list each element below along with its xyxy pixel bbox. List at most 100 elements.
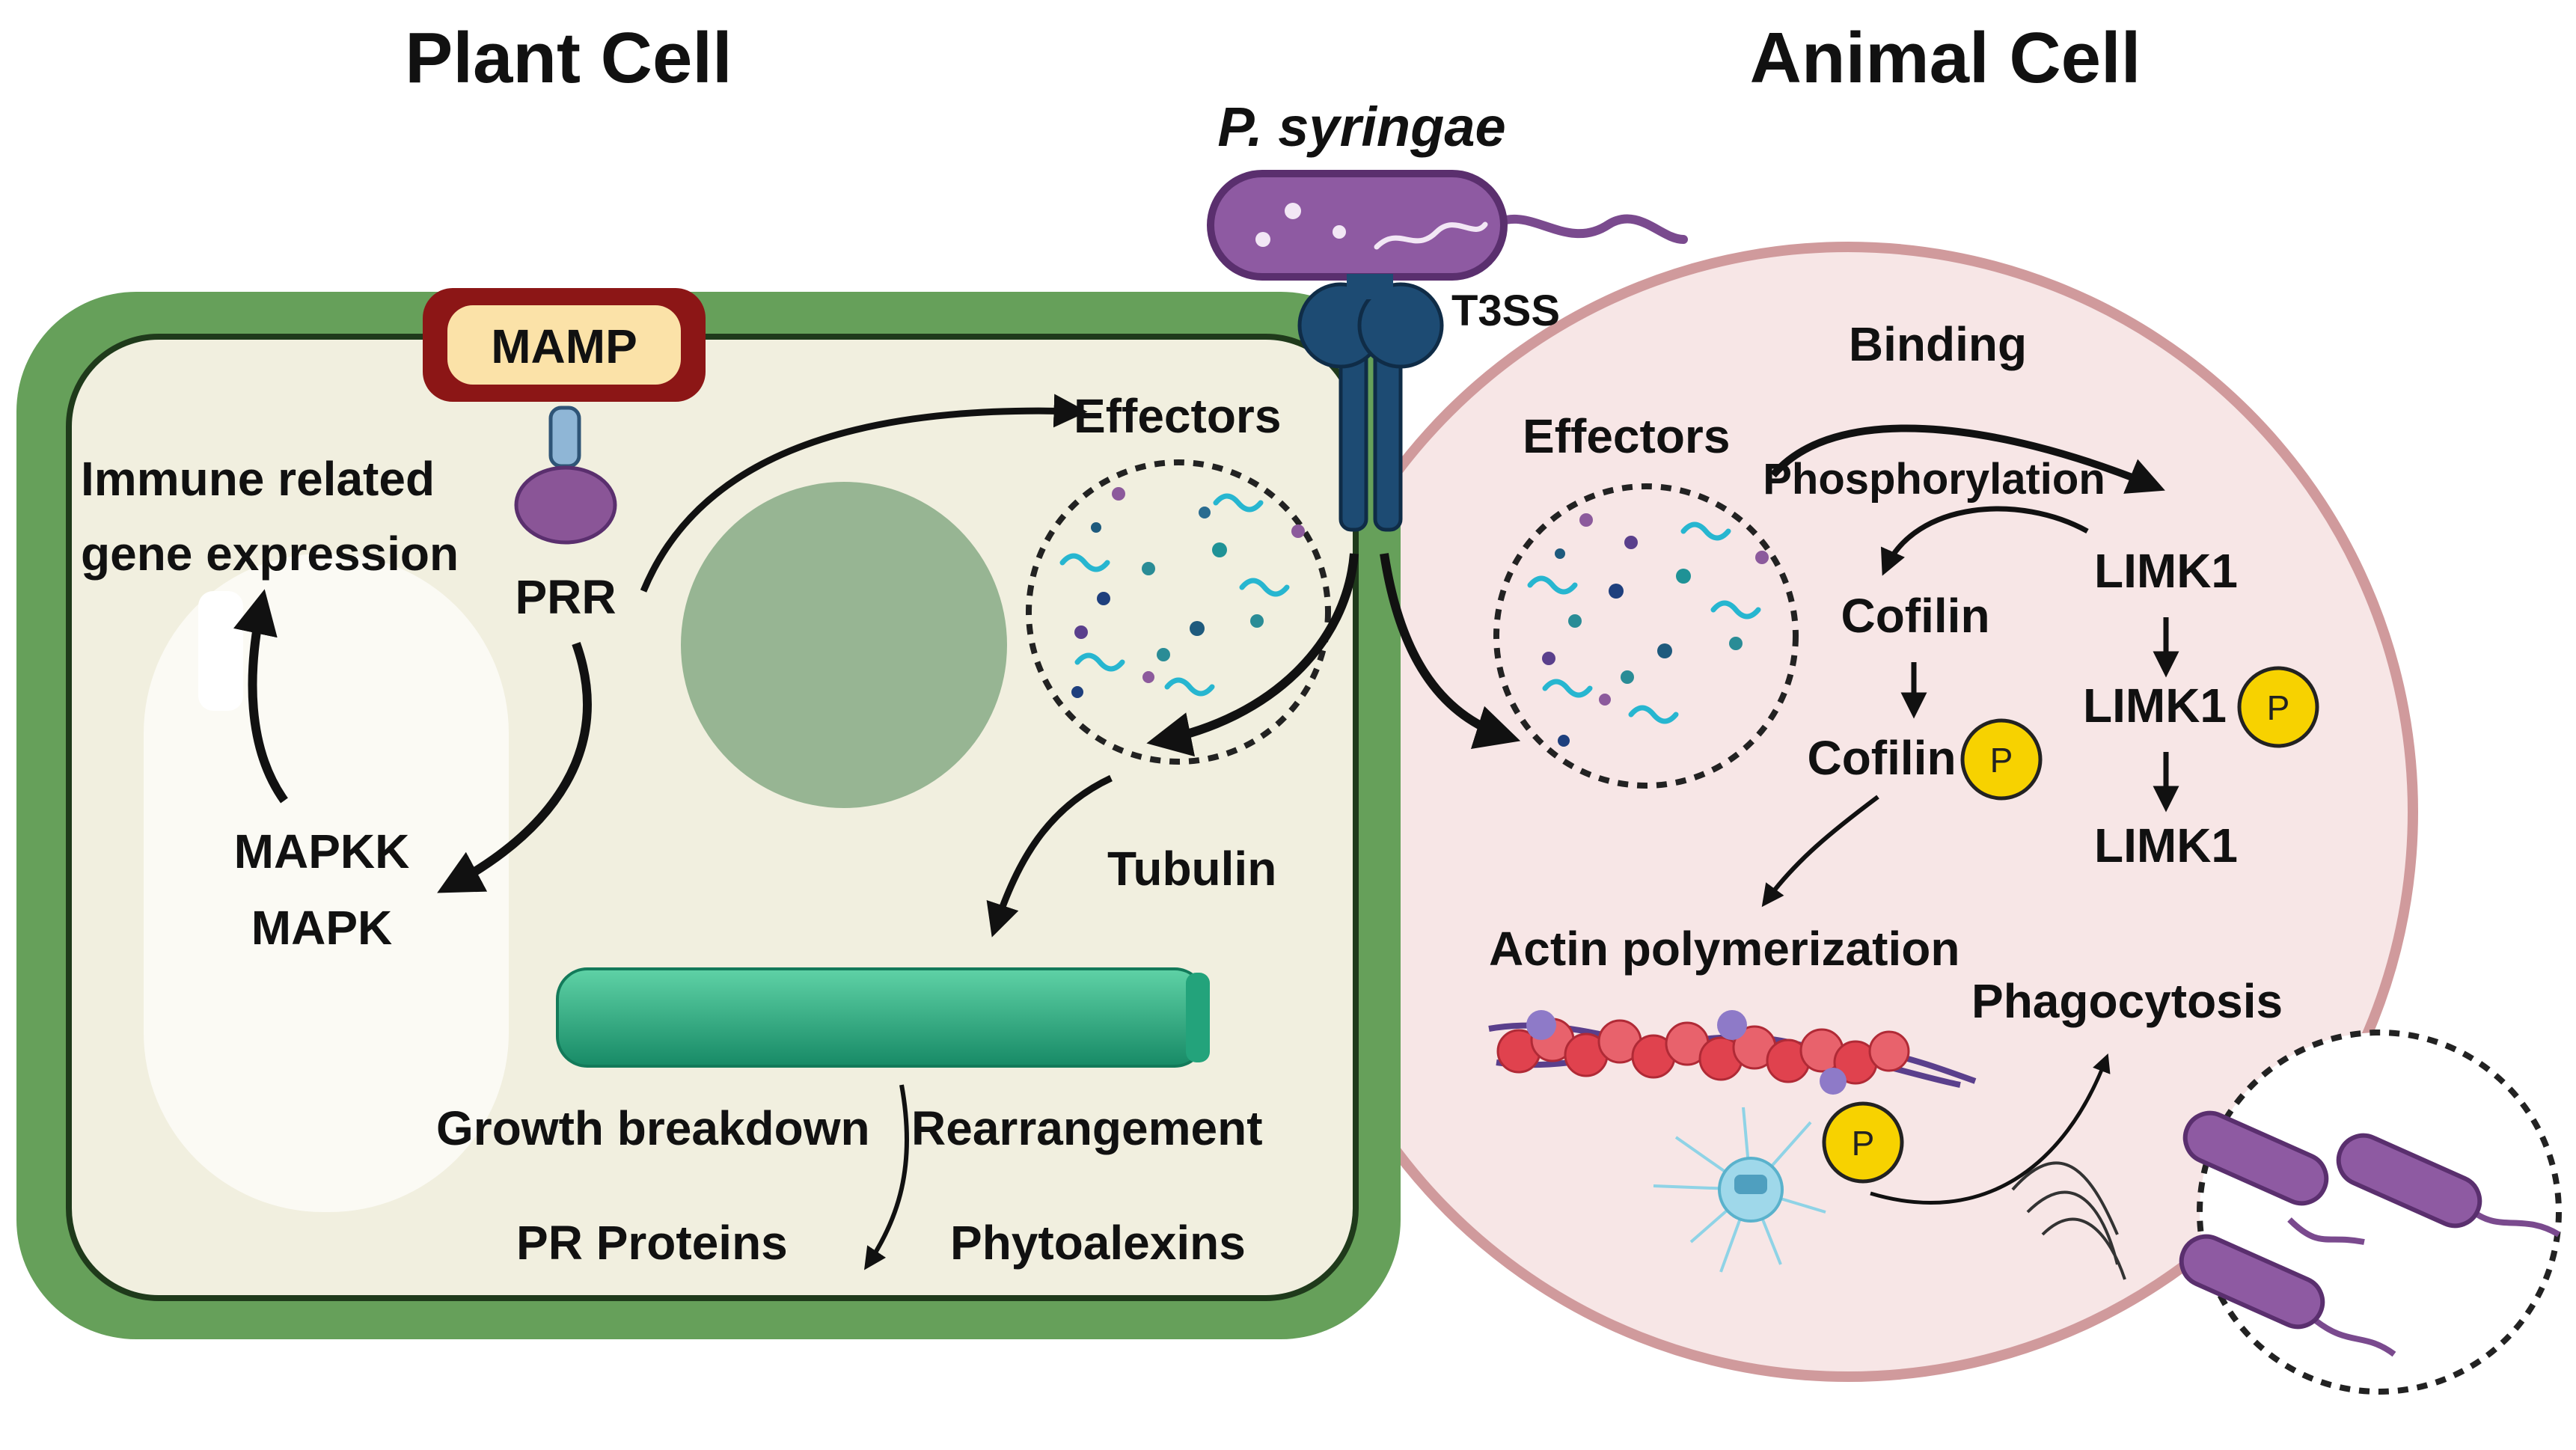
aster-rays bbox=[1653, 1107, 1826, 1273]
effector-vesicle-boundary bbox=[1493, 483, 1799, 789]
phospho-badge-cofilin-label: P bbox=[1990, 741, 2013, 780]
rearrangement-label: Rearrangement bbox=[911, 1101, 1263, 1155]
bacterium-spot bbox=[1255, 232, 1270, 247]
cofilin-label-top: Cofilin bbox=[1841, 589, 1989, 643]
effector-dot bbox=[1199, 507, 1211, 518]
limk1-label-top: LIMK1 bbox=[2094, 544, 2238, 598]
microtubule-body bbox=[556, 967, 1206, 1068]
vacuole-highlight bbox=[198, 591, 243, 711]
effector-dot bbox=[1190, 621, 1205, 636]
animal-effector-vesicle bbox=[1493, 483, 1799, 789]
bacterium-body bbox=[2336, 1133, 2482, 1229]
prr-receptor bbox=[514, 465, 617, 545]
microtubule-cap bbox=[1186, 973, 1210, 1062]
effector-dot bbox=[1657, 643, 1672, 658]
effector-squiggle bbox=[1239, 578, 1290, 597]
effector-dot bbox=[1071, 686, 1083, 698]
nucleus bbox=[681, 482, 1007, 808]
arrow-limk1-to-cofilin bbox=[1880, 506, 2089, 576]
immune-expression-line2: gene expression bbox=[81, 527, 459, 581]
effector-dot bbox=[1558, 735, 1570, 747]
phospho-badge-actin bbox=[1822, 1101, 1904, 1184]
plant-cell bbox=[16, 292, 1401, 1339]
phospho-badge-actin-label: P bbox=[1852, 1124, 1875, 1163]
effector-dot bbox=[1555, 548, 1565, 559]
plant-effector-vesicle bbox=[1026, 459, 1331, 765]
effector-squiggle bbox=[1074, 652, 1125, 672]
arrow-mapk-to-gene-expression bbox=[233, 589, 288, 804]
mamp-box-inner bbox=[447, 305, 681, 385]
plant-cell-title: Plant Cell bbox=[405, 18, 732, 98]
effector-dot bbox=[1157, 648, 1170, 661]
effector-squiggle bbox=[1527, 575, 1578, 595]
labels: Plant Cell Animal Cell P. syringae T3SS … bbox=[81, 18, 2283, 1270]
phagosome-boundary bbox=[2197, 1030, 2562, 1395]
mapkk-label: MAPKK bbox=[234, 825, 410, 878]
effector-dot bbox=[1142, 562, 1155, 575]
actin-binding-protein bbox=[1526, 1010, 1556, 1040]
effector-dot bbox=[1624, 536, 1638, 549]
phospho-badges: P P P bbox=[1822, 666, 2319, 1184]
arrows bbox=[233, 394, 2179, 1270]
arrow-t3ss-to-plant-vesicle bbox=[1146, 553, 1359, 757]
effector-dot bbox=[1091, 522, 1101, 533]
effector-dot bbox=[1755, 551, 1769, 564]
effector-dot bbox=[1621, 670, 1634, 684]
centrosome bbox=[1653, 1107, 1826, 1273]
immune-expression-line1: Immune related bbox=[81, 452, 435, 506]
effector-dot bbox=[1074, 625, 1088, 639]
membrane-ruffle bbox=[2011, 1161, 2126, 1280]
cofilin-label-bottom: Cofilin bbox=[1807, 731, 1956, 785]
t3ss-injectisome bbox=[1297, 274, 1444, 532]
effector-squiggle bbox=[1710, 600, 1761, 620]
effector-dot bbox=[1542, 652, 1555, 665]
effector-dot bbox=[1250, 614, 1264, 628]
effector-dot bbox=[1599, 694, 1611, 706]
limk1-label-bottom: LIMK1 bbox=[2094, 819, 2238, 872]
phospho-badge-limk1-label: P bbox=[2267, 688, 2290, 727]
effector-squiggle bbox=[1059, 553, 1110, 572]
pathogen-name: P. syringae bbox=[1217, 96, 1505, 158]
growth-breakdown-label: Growth breakdown bbox=[436, 1101, 870, 1155]
phospho-badge-cofilin bbox=[1960, 718, 2043, 801]
bacterium-body bbox=[2182, 1110, 2329, 1206]
mapk-label: MAPK bbox=[251, 901, 392, 955]
effector-dot bbox=[1729, 637, 1743, 650]
actin-filament bbox=[1488, 1010, 1977, 1095]
effector-dot bbox=[1579, 513, 1593, 527]
phytoalexins-label: Phytoalexins bbox=[950, 1216, 1246, 1270]
microtubule bbox=[556, 967, 1210, 1068]
plant-effectors-label: Effectors bbox=[1074, 389, 1281, 443]
t3ss-neck bbox=[1347, 274, 1393, 299]
arrow-prr-to-effectors bbox=[640, 394, 1088, 593]
actin-binding-protein bbox=[1820, 1068, 1847, 1095]
bacterium-spot bbox=[1333, 225, 1346, 239]
actin-monomer bbox=[1868, 1030, 1910, 1072]
limk1-label-mid: LIMK1 bbox=[2083, 679, 2227, 732]
bacterium-flagellum bbox=[2313, 1318, 2396, 1357]
prr-label: PRR bbox=[515, 570, 616, 624]
phagocytosis-label: Phagocytosis bbox=[1971, 974, 2283, 1028]
arrow-t3ss-to-animal-vesicle bbox=[1380, 553, 1521, 749]
arrow-cofilin-to-actin bbox=[1761, 795, 1879, 908]
phospho-badge-limk1 bbox=[2237, 666, 2319, 748]
effector-dot bbox=[1142, 671, 1154, 683]
bacterium-plasmid bbox=[1374, 221, 1488, 250]
bacterium-body bbox=[2179, 1234, 2325, 1330]
phosphorylation-label: Phosphorylation bbox=[1763, 455, 2105, 504]
centriole bbox=[1734, 1175, 1767, 1194]
t3ss-head-right bbox=[1357, 282, 1444, 369]
prr-stem bbox=[548, 406, 581, 468]
effector-squiggle bbox=[1542, 679, 1593, 698]
bacterium-flagellum bbox=[1484, 214, 1688, 244]
actin-polymerization-label: Actin polymerization bbox=[1489, 922, 1959, 976]
animal-cell-title: Animal Cell bbox=[1750, 18, 2141, 98]
mamp-receptor bbox=[423, 288, 706, 545]
effector-squiggle bbox=[1164, 677, 1215, 697]
bacterium-flagellum bbox=[2467, 1205, 2561, 1238]
arrow-prr-to-mapk bbox=[437, 641, 592, 893]
arrow-binding-to-limk1 bbox=[1770, 424, 2165, 494]
bacterium-flagellum bbox=[2287, 1217, 2365, 1245]
